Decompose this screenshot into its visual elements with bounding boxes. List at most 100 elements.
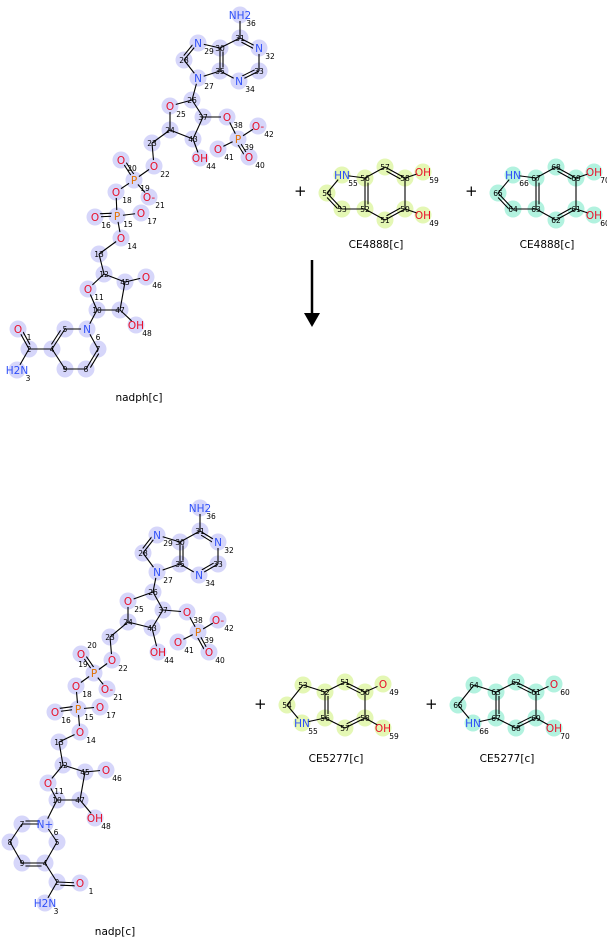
bond	[51, 348, 66, 370]
atom-number: 17	[106, 711, 116, 720]
bond	[200, 534, 215, 544]
atom-number: 48	[142, 329, 152, 338]
bond	[58, 741, 64, 766]
bond	[196, 636, 206, 651]
atom-number: 70	[560, 732, 570, 741]
atom-number: 21	[155, 201, 165, 210]
atom-number: 3	[26, 374, 31, 383]
bond	[535, 208, 557, 221]
bond	[44, 862, 58, 883]
atom-number: 57	[380, 163, 390, 172]
atom-symbol: O	[112, 187, 120, 199]
atom-number: 55	[308, 727, 318, 736]
atom-number: 69	[571, 174, 581, 183]
bond	[515, 717, 537, 729]
atom-number: 12	[58, 761, 68, 770]
atom-symbol: O	[44, 778, 52, 790]
atom-number: 16	[61, 716, 71, 725]
atom-number: 49	[429, 219, 439, 228]
bond	[119, 281, 126, 311]
bond	[535, 166, 557, 179]
atom-symbol: O	[14, 324, 22, 336]
atom-number: 33	[254, 67, 264, 76]
atom-number: 7	[20, 820, 25, 829]
bond	[183, 43, 195, 56]
atom-number: 25	[176, 110, 186, 119]
atom-number: 20	[127, 164, 137, 173]
bond	[79, 771, 86, 801]
atom-number: 45	[80, 768, 90, 777]
atom-number: 60	[600, 219, 607, 228]
atom-symbol: O	[142, 272, 150, 284]
bond	[364, 166, 386, 179]
atom-number: 49	[389, 688, 399, 697]
bond	[98, 212, 114, 215]
atom-number: 29	[163, 539, 173, 548]
atom-symbol: H2N	[6, 365, 28, 377]
atom-number: 25	[134, 605, 144, 614]
atom-number: 9	[20, 859, 25, 868]
atom-symbol: OH	[586, 210, 602, 222]
atom-symbol: N+	[37, 819, 54, 831]
atom-number: 32	[224, 546, 234, 555]
atom-number: 70	[600, 176, 607, 185]
atom-number: 51	[340, 678, 350, 687]
atom-symbol: OH	[415, 167, 431, 179]
bond	[60, 884, 77, 887]
atom-number: 65	[453, 701, 463, 710]
bond	[517, 716, 532, 725]
molecule-label: CE5277[c]	[309, 753, 364, 765]
atom-number: 28	[179, 56, 189, 65]
atom-number: 31	[235, 34, 245, 43]
bond	[457, 684, 475, 706]
atom-number: 1	[89, 887, 94, 896]
atom-symbol: O	[174, 637, 182, 649]
atom-symbol: N	[83, 324, 91, 336]
atom-symbol: NH2	[229, 10, 251, 22]
atom-number: 67	[491, 714, 501, 723]
atom-symbol: H2N	[34, 898, 56, 910]
molecule-3: 245789101213232426283031333537434547O1H2…	[1, 499, 234, 937]
atom-symbol: OH	[150, 647, 166, 659]
atom-symbol: N	[153, 530, 161, 542]
atom-number: 8	[8, 838, 13, 847]
atom-number: 64	[469, 681, 479, 690]
atom-number: 30	[175, 538, 185, 547]
atom-number: 8	[84, 365, 89, 374]
atom-number: 19	[78, 660, 88, 669]
atom-number: 46	[112, 774, 122, 783]
atom-symbol: O	[550, 679, 558, 691]
bond	[344, 717, 366, 729]
atom-number: 12	[99, 270, 109, 279]
plus-sign: +	[254, 695, 267, 713]
atom-number: 23	[105, 633, 115, 642]
bond	[386, 170, 401, 180]
bond	[517, 685, 532, 694]
bond	[57, 705, 75, 710]
atom-number: 35	[215, 67, 225, 76]
bond	[555, 208, 577, 221]
atom-number: 61	[571, 205, 581, 214]
atom-symbol: N	[194, 38, 202, 50]
bond	[557, 170, 572, 180]
atom-symbol: NH2	[189, 503, 211, 515]
atom-number: 33	[213, 560, 223, 569]
bond	[169, 129, 194, 140]
bond	[9, 841, 23, 864]
atom-number: 56	[320, 714, 330, 723]
atom-number: 26	[187, 96, 197, 105]
atom-symbol: O	[124, 596, 132, 608]
bond	[497, 197, 509, 210]
bond	[62, 764, 86, 773]
atom-number: 4	[43, 859, 48, 868]
atom-number: 22	[160, 170, 170, 179]
plus-sign: +	[294, 182, 307, 200]
atom-number: 42	[264, 130, 274, 139]
bond	[109, 621, 129, 638]
atom-symbol: O	[214, 144, 222, 156]
atom-number: 68	[551, 163, 561, 172]
atom-number: 3	[54, 907, 59, 916]
